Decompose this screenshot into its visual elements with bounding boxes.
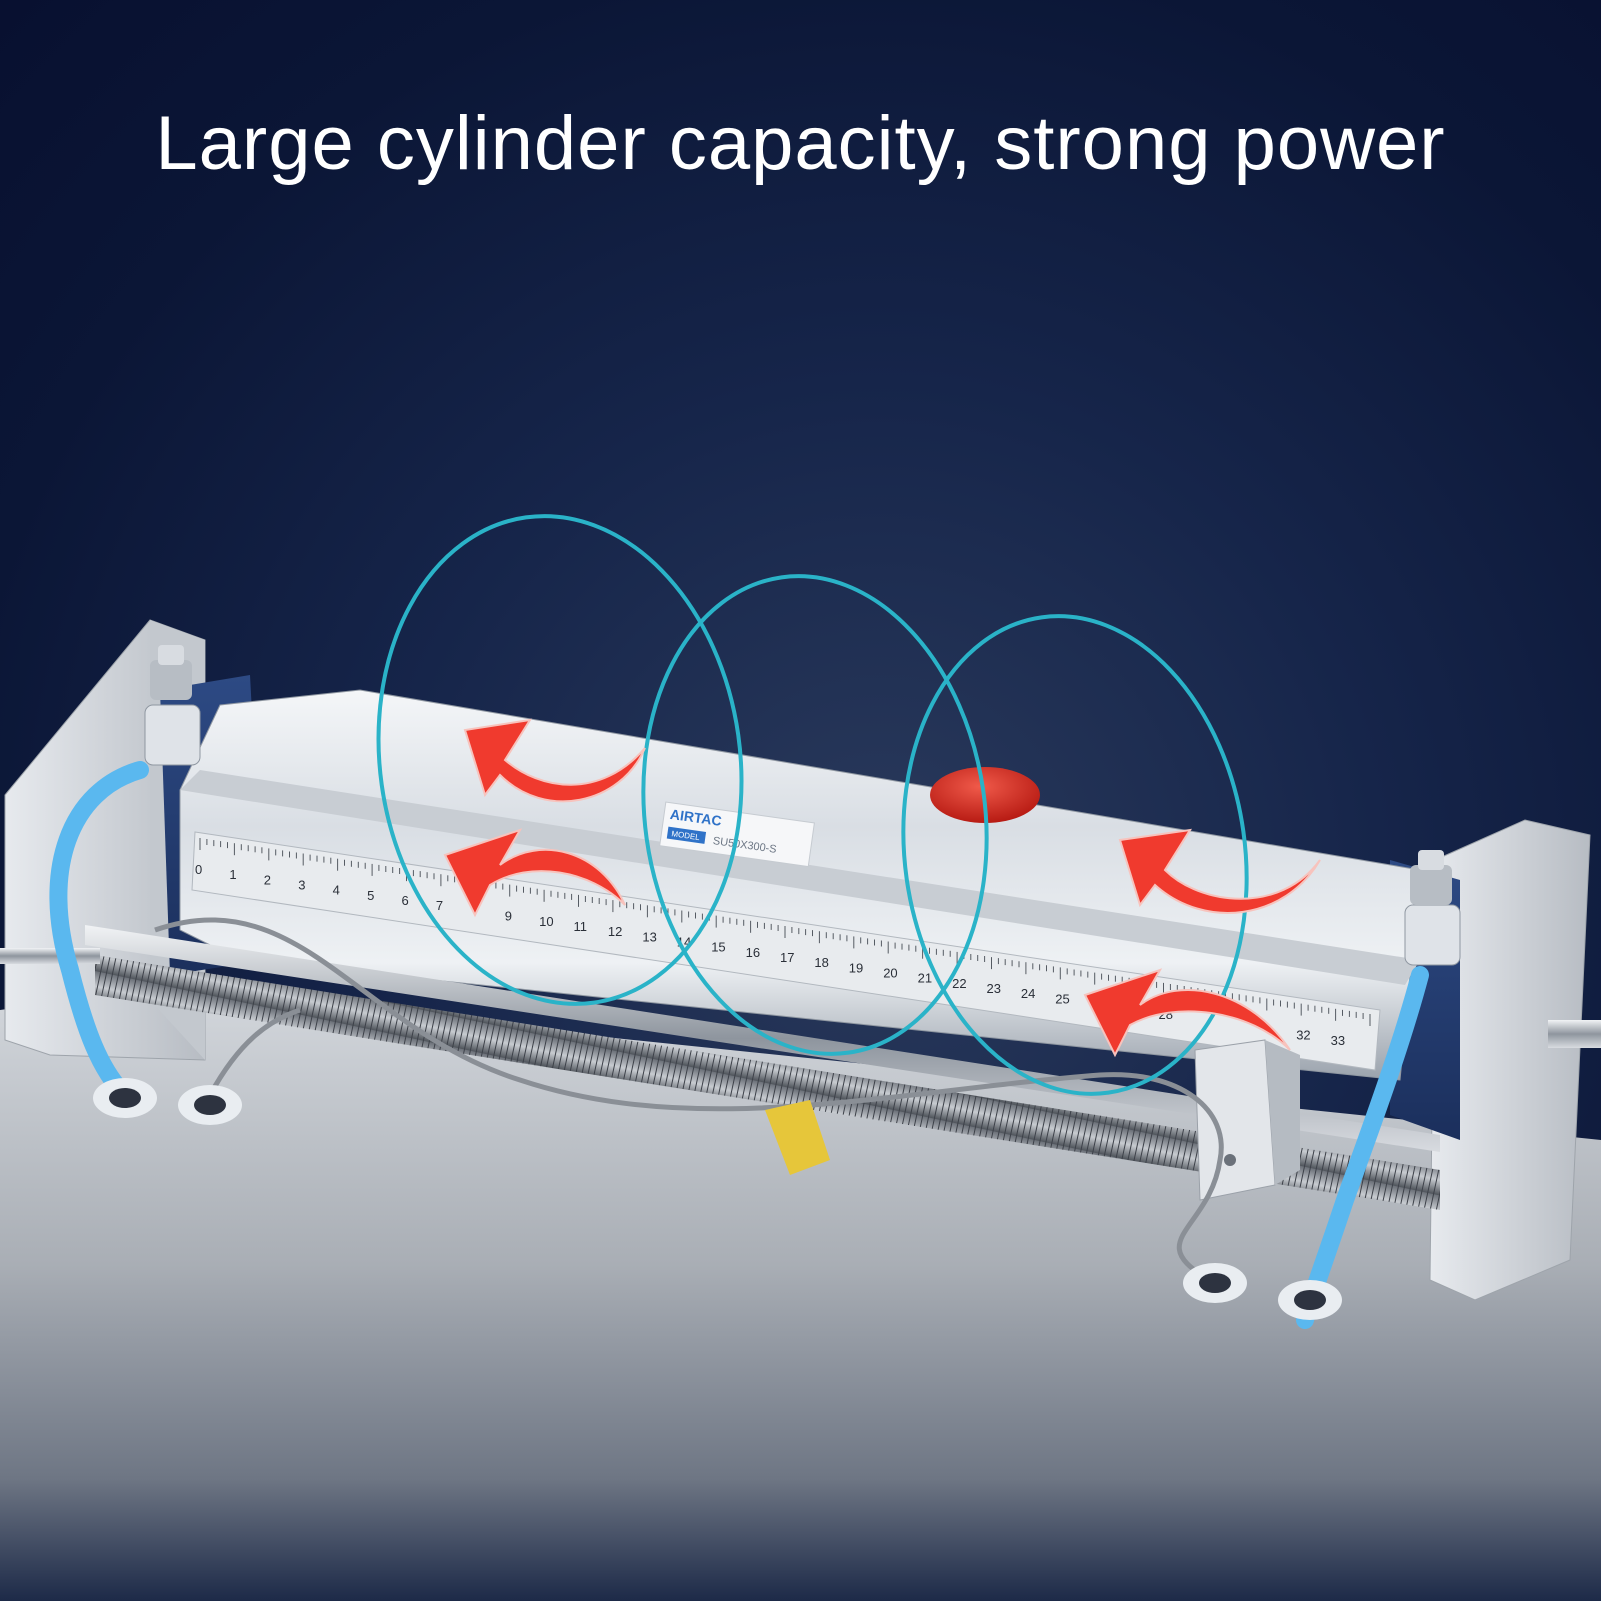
scale-number: 7 xyxy=(436,898,443,913)
right-end-plate xyxy=(1429,819,1591,1301)
fitting-left xyxy=(144,645,201,766)
scale-number: 20 xyxy=(883,966,897,981)
scale-number: 1 xyxy=(229,867,236,882)
fitting-right xyxy=(1404,850,1461,966)
scale-number: 18 xyxy=(814,955,828,970)
scale-number: 16 xyxy=(746,945,760,960)
air-tube-left xyxy=(49,761,149,1104)
scale-number: 10 xyxy=(539,914,553,929)
scale-number: 21 xyxy=(918,971,932,986)
slider-block xyxy=(1194,1039,1276,1201)
scale-number: 9 xyxy=(505,909,512,924)
curved-arrow-icon xyxy=(1118,828,1321,914)
scale-number: 32 xyxy=(1296,1028,1310,1043)
scale-number: 12 xyxy=(608,924,622,939)
scale-number: 25 xyxy=(1055,991,1069,1006)
sensor-cable xyxy=(154,917,1224,1283)
curved-arrow-icon xyxy=(1083,968,1291,1058)
scale-number: 2 xyxy=(264,872,271,887)
airflow-ring-icon xyxy=(901,614,1249,1096)
yellow-tag xyxy=(765,1100,830,1175)
scale-number: 0 xyxy=(195,862,202,877)
scale-number: 11 xyxy=(574,919,588,934)
curved-arrow-icon xyxy=(463,718,646,803)
scale-number: 22 xyxy=(952,976,966,991)
lead-screw xyxy=(95,955,1440,1210)
scale-number: 24 xyxy=(1021,986,1035,1001)
headline: Large cylinder capacity, strong power xyxy=(155,101,1446,186)
model-label: MODEL xyxy=(671,829,701,842)
grommets xyxy=(93,1078,1342,1320)
rod-stub xyxy=(0,948,100,964)
airflow-ring-icon xyxy=(376,514,744,1006)
scale-number: 3 xyxy=(298,878,305,893)
measuring-scale xyxy=(191,831,1381,1071)
scale-number: 19 xyxy=(849,960,863,975)
cylinder-top-rail xyxy=(180,770,1420,985)
scale-ticks xyxy=(199,838,1371,1026)
scale-number: 4 xyxy=(333,883,340,898)
airflow-ring-icon xyxy=(641,574,989,1056)
rod-stub-right xyxy=(1548,1020,1601,1048)
scale-number: 5 xyxy=(367,888,374,903)
brand-name: AIRTAC xyxy=(669,806,723,829)
scale-number: 17 xyxy=(780,950,794,965)
scale-number: 33 xyxy=(1331,1033,1345,1048)
scale-number: 15 xyxy=(711,940,725,955)
scale-number: 6 xyxy=(402,893,409,908)
curved-arrow-icon xyxy=(443,828,626,918)
scale-number: 23 xyxy=(987,981,1001,996)
scale-number: 13 xyxy=(642,929,656,944)
